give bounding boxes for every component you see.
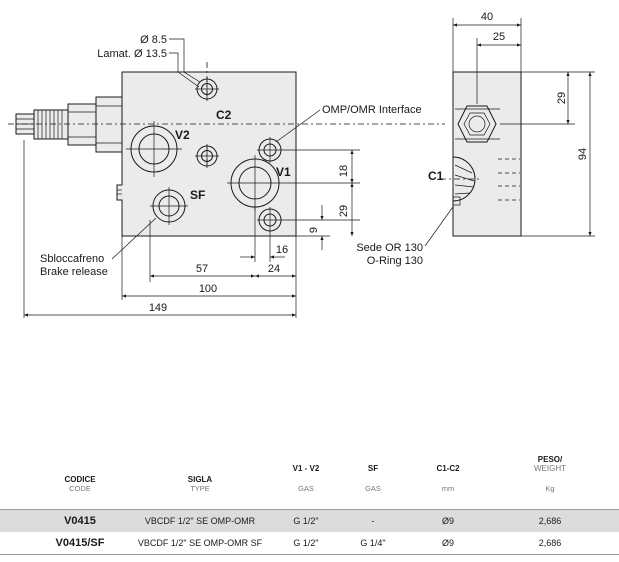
dim-94: 94 — [577, 148, 589, 160]
label-v1: V1 — [276, 165, 291, 179]
label-v2: V2 — [175, 128, 190, 142]
label-c1: C1 — [428, 169, 444, 183]
table-row: V0415/SF VBCDF 1/2" SE OMP-OMR SF G 1/2"… — [0, 532, 619, 554]
dim-57: 57 — [196, 263, 208, 275]
label-brake-release: Brake release — [40, 266, 108, 278]
header-weight-sub: Kg — [545, 484, 555, 493]
table-divider — [0, 554, 619, 555]
dim-100: 100 — [199, 283, 217, 295]
cell-code: V0415/SF — [55, 537, 105, 549]
label-lamat: Lamat. Ø 13.5 — [97, 48, 167, 60]
label-c2: C2 — [216, 108, 232, 122]
cell-c: Ø9 — [441, 538, 454, 548]
header-type-label: SIGLA — [187, 475, 213, 484]
valve-body-front — [116, 71, 297, 237]
header-v-sub: GAS — [298, 484, 314, 493]
side-view: 40 25 29 94 C1 — [428, 11, 595, 237]
label-bore-dia: Ø 8.5 — [140, 34, 167, 46]
label-interface: OMP/OMR Interface — [322, 104, 422, 116]
cell-weight: 2,686 — [538, 538, 562, 548]
header-c-label: C1-C2 — [436, 464, 460, 473]
label-sede-or: Sede OR 130 — [356, 242, 423, 254]
valve-body-side — [452, 71, 522, 237]
port-v2 — [126, 121, 182, 177]
port-c1 — [452, 156, 476, 206]
product-table: CODICE CODE SIGLA TYPE V1 - V2 GAS SF GA… — [0, 452, 619, 562]
header-weight-label2: WEIGHT — [534, 464, 566, 473]
dim-149: 149 — [149, 302, 167, 314]
header-sf-sub: GAS — [365, 484, 381, 493]
cell-v: G 1/2" — [293, 516, 319, 526]
cell-type: VBCDF 1/2" SE OMP-OMR — [144, 516, 256, 526]
header-v-label: V1 - V2 — [292, 464, 320, 473]
header-code: CODICE CODE — [40, 452, 120, 496]
header-type-sub: TYPE — [190, 484, 210, 493]
port-c2-bore — [195, 77, 219, 101]
header-weight: PESO/ WEIGHT Kg — [518, 452, 582, 496]
header-weight-label: PESO/ — [537, 455, 563, 464]
front-view: 18 29 9 16 57 24 100 149 C2 V2 V1 SF Ø 8… — [8, 34, 456, 318]
header-sf: SF GAS — [343, 452, 403, 496]
header-c: C1-C2 mm — [418, 452, 478, 496]
cell-code: V0415 — [64, 515, 96, 527]
dim-25: 25 — [493, 31, 505, 43]
cell-type: VBCDF 1/2" SE OMP-OMR SF — [137, 538, 263, 548]
port-v1 — [227, 155, 283, 211]
label-sf: SF — [190, 188, 205, 202]
cartridge — [15, 96, 123, 153]
header-sf-label: SF — [367, 464, 379, 473]
cell-sf: G 1/4" — [360, 538, 386, 548]
header-v: V1 - V2 GAS — [276, 452, 336, 496]
dim-24: 24 — [268, 263, 280, 275]
dim-29-front: 29 — [338, 205, 350, 217]
table-divider — [0, 509, 619, 510]
center-bore — [195, 144, 219, 168]
hex-plug — [455, 105, 500, 143]
dim-16: 16 — [276, 244, 288, 256]
dim-40: 40 — [481, 11, 493, 23]
dim-9: 9 — [308, 227, 320, 233]
header-code-label: CODICE — [64, 475, 96, 484]
dim-29-side: 29 — [556, 92, 568, 104]
label-sbloccafreno: Sbloccafreno — [40, 253, 104, 265]
cell-c: Ø9 — [441, 516, 454, 526]
cell-v: G 1/2" — [293, 538, 319, 548]
label-o-ring: O-Ring 130 — [367, 255, 423, 267]
interface-hole-bottom — [257, 207, 283, 233]
table-row: V0415 VBCDF 1/2" SE OMP-OMR G 1/2" - Ø9 … — [0, 510, 619, 532]
interface-hole-top — [257, 137, 283, 163]
dim-18: 18 — [338, 165, 350, 177]
cell-weight: 2,686 — [538, 516, 562, 526]
header-c-sub: mm — [441, 484, 455, 493]
header-type: SIGLA TYPE — [150, 452, 250, 496]
cell-sf: - — [371, 516, 375, 526]
header-code-sub: CODE — [69, 484, 91, 493]
valve-technical-drawing: 18 29 9 16 57 24 100 149 C2 V2 V1 SF Ø 8… — [8, 11, 595, 318]
port-sf — [150, 187, 188, 225]
